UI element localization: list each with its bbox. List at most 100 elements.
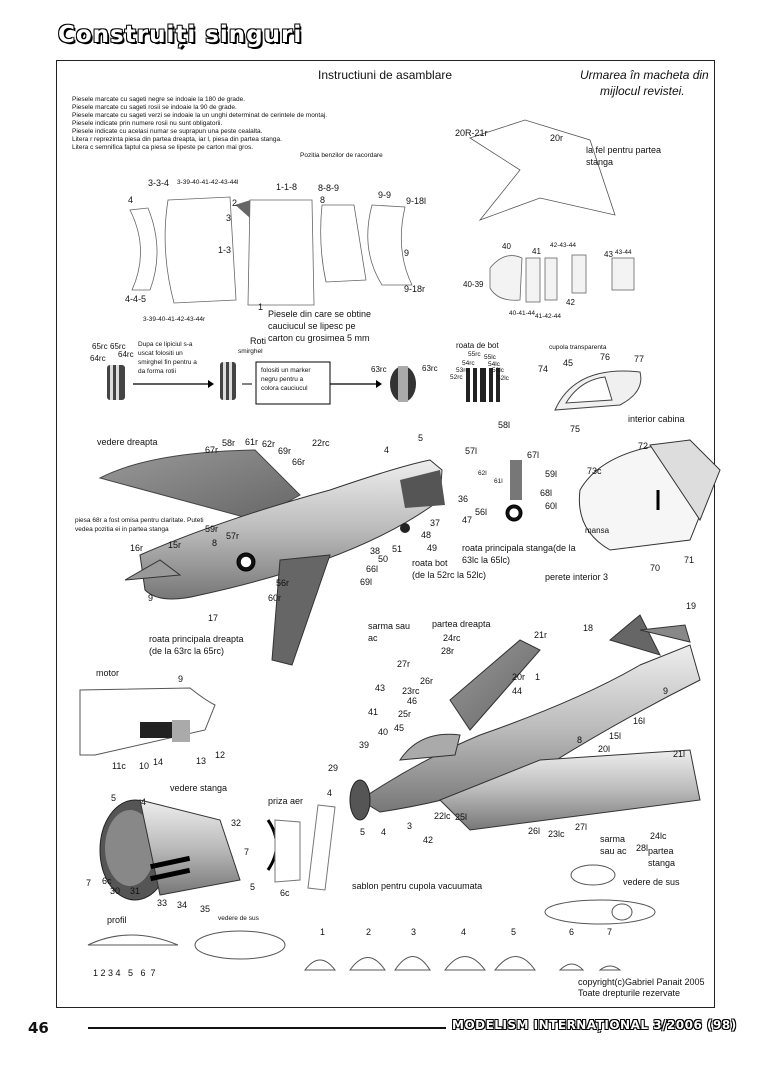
label: 33 (157, 898, 168, 908)
assembly-title: Instructiuni de asamblare (318, 68, 453, 82)
label: 9 (148, 593, 154, 603)
note-line: Litera r reprezinta piesa din partea dre… (72, 136, 282, 143)
label: 43-44 (615, 249, 632, 256)
footer-rule (88, 1027, 446, 1029)
label: 56r (276, 578, 290, 588)
profile-title: profil (107, 915, 127, 925)
label: 14 (153, 757, 164, 767)
label: 23lc (548, 829, 565, 839)
label: 32 (231, 818, 242, 828)
label: 37 (430, 518, 441, 528)
label: 42 (566, 298, 575, 307)
template-number: 1 (320, 927, 326, 937)
label: 20r (550, 133, 564, 143)
label: smirghel (238, 348, 263, 355)
canopy-title: cupola transparenta (549, 344, 607, 351)
label: 67r (205, 445, 219, 455)
note-line: stanga (648, 858, 676, 868)
label: 6c (280, 888, 290, 898)
label: 60r (268, 593, 282, 603)
label: 73c (587, 466, 602, 476)
label: 3 (407, 821, 413, 831)
note-line: roata principala stanga(de la (462, 543, 576, 553)
wheel-sanding-note: Dupa ce lipiciul s-a uscat folositi un s… (138, 340, 197, 376)
label: 65rc (92, 342, 108, 351)
label: 5 (250, 882, 256, 892)
note-line: piesa 68r a fost omisa pentru claritate.… (75, 517, 204, 524)
label: 41 (368, 707, 379, 717)
label: 1 (258, 302, 264, 312)
label: mansa (585, 526, 610, 535)
note-line: ac (368, 633, 378, 643)
label: 4-4-5 (125, 294, 147, 304)
label: 20r (512, 672, 526, 682)
note-line: Piesele marcate cu sageti verzi se indoa… (72, 112, 328, 119)
label: 62r (262, 439, 276, 449)
cabin-title: interior cabina (628, 414, 685, 424)
label: 54rc (462, 360, 475, 367)
cabin-interior-diagram (578, 439, 721, 551)
label: 48 (421, 530, 432, 540)
label: 62l (478, 470, 487, 477)
template-number: 7 (607, 927, 613, 937)
label: 24rc (443, 633, 461, 643)
label: 17 (208, 613, 219, 623)
top-view-small-title: vedere de sus (218, 915, 259, 922)
note-line: uscat folositi un (138, 350, 183, 357)
label: 40 (378, 727, 389, 737)
label: 34 (177, 900, 188, 910)
label: 4 (381, 827, 387, 837)
note-line: (de la 63rc la 65rc) (149, 646, 225, 656)
air-intake-diagram (266, 804, 336, 891)
note-line: vedea pozitia ei in partea stanga (75, 526, 169, 533)
label: 75 (570, 424, 581, 434)
label: 9 (663, 686, 669, 696)
profile-templates (87, 930, 622, 971)
label: 59r (205, 524, 219, 534)
label: 31 (130, 886, 141, 896)
fuselage-bands (129, 196, 413, 306)
label: 26l (528, 826, 541, 836)
bands-position-label: Pozitia benzilor de racordare (300, 152, 383, 159)
note-line: 63lc la 65lc) (462, 555, 511, 565)
wheels-diagram (107, 361, 500, 405)
label: 69l (360, 577, 373, 587)
page-frame (56, 60, 715, 1008)
label: 57l (465, 446, 478, 456)
label: 63rc (371, 365, 387, 374)
left-gear-diagram (505, 460, 523, 522)
label: 72 (638, 441, 649, 451)
label: 49 (427, 543, 438, 553)
label: 69r (278, 446, 292, 456)
label: 21r (534, 630, 548, 640)
continuation-line-1: Urmarea în macheta din (580, 68, 709, 82)
note-line: (de la 52rc la 52lc) (412, 570, 487, 580)
label: 64rc (118, 350, 134, 359)
cabin-wall-label: perete interior 3 (545, 572, 609, 582)
note-line: Piesele indicate prin numere rosii nu su… (72, 120, 223, 127)
label: 74 (538, 364, 549, 374)
label: 8 (320, 195, 326, 205)
label: 3 (226, 213, 232, 223)
label: 47 (462, 515, 473, 525)
label: 9-9 (378, 190, 392, 200)
template-number: 3 (411, 927, 417, 937)
label: 64rc (90, 354, 106, 363)
note-line: sarma (600, 834, 626, 844)
label: 40-41-44 (509, 310, 536, 317)
rubber-note: Piesele din care se obtine cauciucul se … (268, 308, 371, 344)
label: 29 (328, 763, 339, 773)
label: 52lc (497, 375, 509, 382)
note-line: Piesele marcate cu sageti rosii se indoa… (72, 104, 237, 111)
label: 23rc (402, 686, 420, 696)
label: 5 (111, 793, 117, 803)
nose-wheel-note: roata bot (de la 52rc la 52lc) (412, 557, 486, 581)
note-line: Litera c semnifica faptul ca piesa se li… (72, 144, 254, 151)
label: 63rc (422, 364, 438, 373)
label: 8 (212, 538, 218, 548)
note-line: smirghel fin pentru a (138, 359, 197, 366)
label: 35 (200, 904, 211, 914)
note-line: cauciucul se lipesc pe (268, 321, 356, 331)
label: 19 (686, 601, 697, 611)
